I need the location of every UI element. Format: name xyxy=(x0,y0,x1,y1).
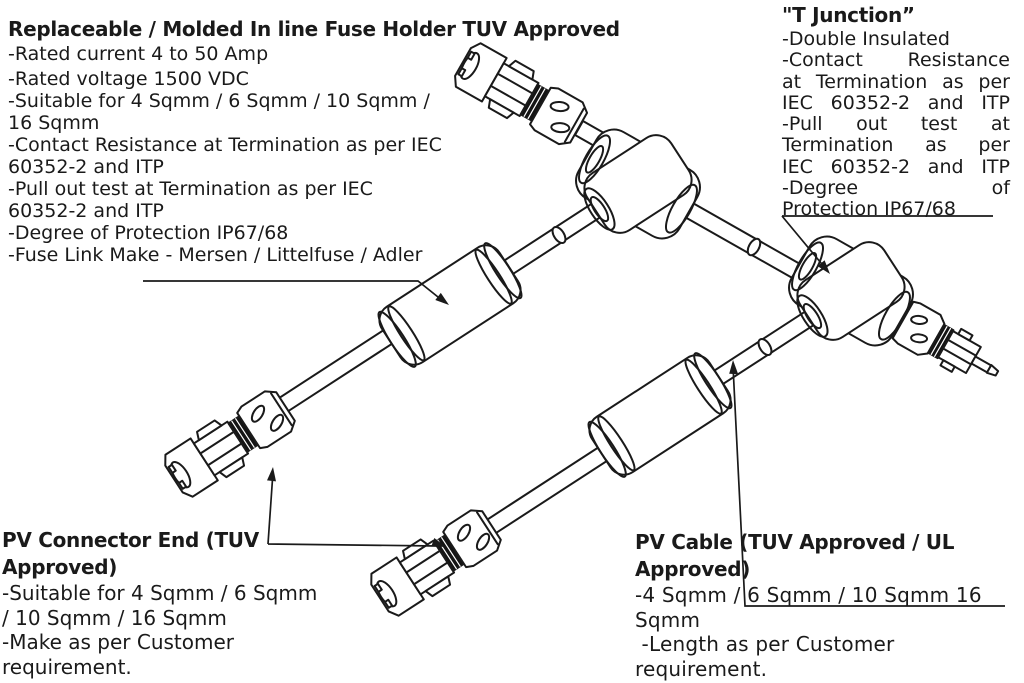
annotation-fuse-holder: Replaceable / Molded In line Fuse Holder… xyxy=(8,16,620,266)
annotation-line: IEC 60352-2 and ITP xyxy=(782,91,1010,114)
annotation-line: -Degree of xyxy=(782,177,1010,200)
annotation-line: IEC 60352-2 and ITP xyxy=(782,155,1010,178)
annotation-line: -Fuse Link Make - Mersen / Littelfuse / … xyxy=(8,244,423,266)
annotation-line: requirement. xyxy=(2,654,132,679)
annotation-line: -Suitable for 4 Sqmm / 6 Sqmm xyxy=(2,581,318,605)
annotation-line: -Pull out test at xyxy=(782,113,1010,136)
arrowhead-pv-cable xyxy=(729,360,739,375)
annotation-line: Protection IP67/68 xyxy=(782,198,956,221)
leader-pv-connector-end xyxy=(267,471,439,547)
annotation-line: 16 Sqmm xyxy=(8,112,100,134)
pv-connector-end-2-drawing xyxy=(364,501,508,622)
arrowhead-pv-connector-end-2 xyxy=(431,538,446,547)
annotation-line: -Rated current 4 to 50 Amp xyxy=(8,43,269,65)
pv-connector-end-title: PV Connector End (TUV xyxy=(2,528,259,552)
annotation-pv-connector-end: PV Connector End (TUV Approved) -Suitabl… xyxy=(2,527,317,679)
mc4-connector-male-drawing xyxy=(890,299,1010,395)
annotation-line: -Make as per Customer xyxy=(2,630,235,654)
annotation-line: / 10 Sqmm / 16 Sqmm xyxy=(2,605,227,630)
annotation-line: Sqmm xyxy=(635,607,701,632)
fuse-holder-title: Replaceable / Molded In line Fuse Holder… xyxy=(8,17,620,41)
leader-fuse-holder xyxy=(143,280,444,302)
pv-connector-end-1-drawing xyxy=(158,382,302,503)
pv-cable-title: PV Cable (TUV Approved / UL xyxy=(635,530,955,554)
annotation-t-junction: "T Junction” -Double Insulated -Contact … xyxy=(782,2,1012,221)
arrowhead-fuse-holder xyxy=(435,292,449,305)
annotation-line: -Degree of Protection IP67/68 xyxy=(8,222,289,244)
annotation-line: -4 Sqmm / 6 Sqmm / 10 Sqmm 16 xyxy=(635,583,982,607)
annotation-line: 60352-2 and ITP xyxy=(8,156,164,178)
annotation-pv-cable: PV Cable (TUV Approved / UL Approved) -4… xyxy=(635,529,982,681)
leader-pv-cable xyxy=(732,365,1005,607)
inline-fuse-holder-2-drawing xyxy=(582,348,738,482)
annotation-line: -Contact Resistance xyxy=(782,49,1010,72)
annotation-line: at Termination as per xyxy=(782,70,1010,93)
leader-arrowheads xyxy=(267,260,830,547)
annotation-line: -Length as per Customer xyxy=(635,632,895,656)
annotation-line: 60352-2 and ITP xyxy=(8,200,164,222)
leader-lines xyxy=(143,215,1005,607)
pv-cable-title: Approved) xyxy=(635,557,751,581)
annotation-line: -Pull out test at Termination as per IEC xyxy=(8,178,373,200)
annotation-line: Termination as per xyxy=(782,134,1010,157)
leader-t-junction xyxy=(781,215,993,270)
arrowhead-pv-connector-end-1 xyxy=(267,467,276,482)
arrowhead-t-junction xyxy=(817,260,830,274)
pv-connector-end-title: Approved) xyxy=(2,555,118,579)
annotation-line: -Rated voltage 1500 VDC xyxy=(8,68,249,90)
annotation-line: -Suitable for 4 Sqmm / 6 Sqmm / 10 Sqmm … xyxy=(8,90,430,112)
cable-break-marks xyxy=(551,225,773,357)
annotation-line: -Double Insulated xyxy=(782,28,950,50)
t-junction-title: "T Junction” xyxy=(782,3,915,27)
annotation-line: -Contact Resistance at Termination as pe… xyxy=(8,134,442,156)
annotation-line: requirement. xyxy=(635,656,768,681)
